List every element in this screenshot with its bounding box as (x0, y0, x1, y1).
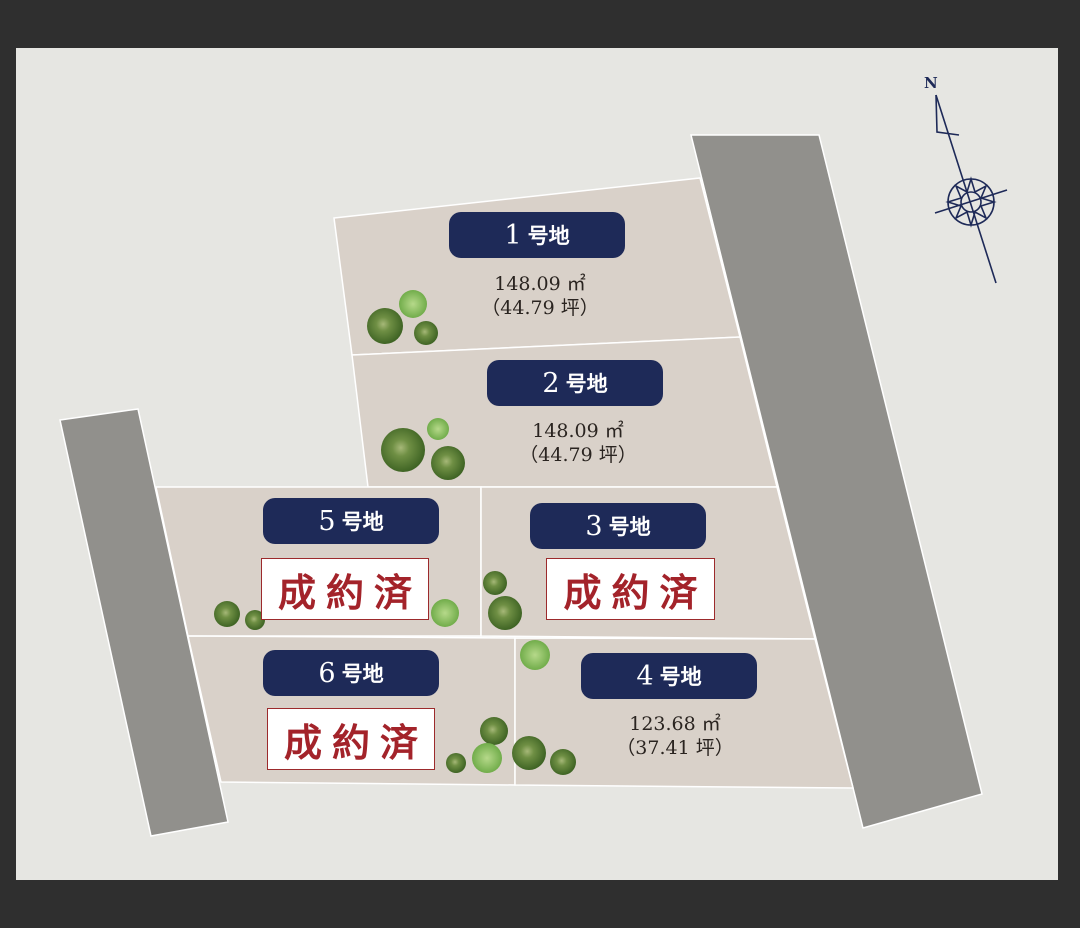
west-road (59, 408, 229, 837)
north-compass-icon (934, 94, 1008, 284)
lot-3-suffix: 号地 (608, 515, 651, 539)
lot-4-badge[interactable]: 4 号地 (581, 653, 757, 699)
lot-4-number: 4 (636, 660, 654, 692)
lot-1-area-tsubo: （44.79 坪） (481, 297, 599, 319)
lot-1-area: 148.09 ㎡ （44.79 坪） (470, 272, 610, 320)
north-label: N (924, 74, 938, 92)
lot-1-number: 1 (504, 219, 522, 251)
lot-5-number: 5 (318, 505, 336, 537)
lot-2-badge[interactable]: 2 号地 (487, 360, 663, 406)
lot-6-suffix: 号地 (341, 662, 384, 686)
lot-2-number: 2 (542, 367, 560, 399)
lot-2-area-tsubo: （44.79 坪） (519, 444, 637, 466)
lot-5-badge[interactable]: 5 号地 (263, 498, 439, 544)
lot-3-number: 3 (585, 510, 603, 542)
lot-3-sold-stamp: 成約済 (546, 558, 715, 620)
east-road (690, 134, 983, 829)
lot-4-suffix: 号地 (659, 665, 702, 689)
lot-1-badge[interactable]: 1 号地 (449, 212, 625, 258)
lot-6-badge[interactable]: 6 号地 (263, 650, 439, 696)
lot-5-suffix: 号地 (341, 510, 384, 534)
lot-6-sold-stamp: 成約済 (267, 708, 435, 770)
lot-1-area-sqm: 148.09 ㎡ (494, 273, 586, 295)
lot-1-suffix: 号地 (527, 224, 570, 248)
lot-4-area-tsubo: （37.41 坪） (616, 737, 734, 759)
lot-3-badge[interactable]: 3 号地 (530, 503, 706, 549)
lot-5-sold-stamp: 成約済 (261, 558, 429, 620)
lot-4-area: 123.68 ㎡ （37.41 坪） (605, 712, 745, 760)
lot-6-number: 6 (318, 657, 336, 689)
lot-2-area: 148.09 ㎡ （44.79 坪） (508, 419, 648, 467)
lot-2-suffix: 号地 (565, 372, 608, 396)
lot-4-area-sqm: 123.68 ㎡ (629, 713, 721, 735)
tree-icons (214, 290, 576, 775)
lot-2-area-sqm: 148.09 ㎡ (532, 420, 624, 442)
